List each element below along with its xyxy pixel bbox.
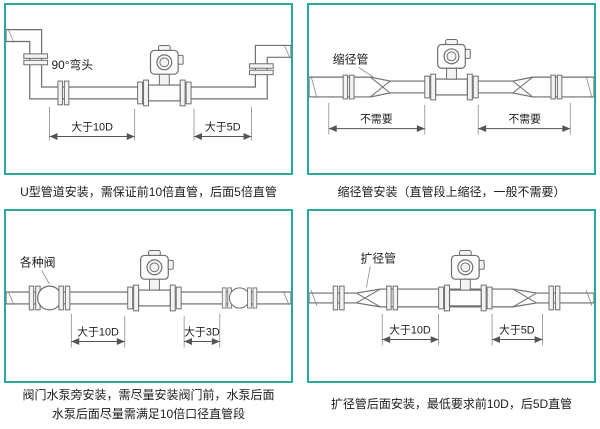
- flowmeter-icon: [438, 249, 493, 312]
- dim-label-right: 大于5D: [205, 120, 241, 134]
- diagram-reducer: 缩径管 不需要 不需要: [309, 38, 594, 135]
- dim-label-left: 大于10D: [389, 323, 431, 337]
- panel-expander: 扩径管 大于10D 大于5D: [307, 209, 596, 383]
- elbow-label: 90°弯头: [52, 58, 94, 72]
- valve-icon: [222, 288, 256, 308]
- dimension-left: 大于10D: [381, 313, 440, 346]
- caption-u-type: U型管道安装，需保证前10倍直管，后面5倍直管: [4, 175, 293, 209]
- dim-label-left: 不需要: [360, 113, 393, 126]
- expander-label: 扩径管: [360, 251, 396, 265]
- caption-reducer: 缩径管安装（直管段上缩径，一般不需要）: [307, 175, 596, 209]
- caption-text-line2: 水泵后面尽量需满足10倍口径直管段: [51, 406, 246, 421]
- dimension-right: 大于5D: [491, 313, 543, 346]
- dim-label-right: 不需要: [508, 113, 541, 126]
- caption-text: U型管道安装，需保证前10倍直管，后面5倍直管: [20, 184, 277, 199]
- dimension-left: 大于10D: [49, 106, 136, 141]
- dimension-right: 大于5D: [193, 106, 252, 141]
- valve-label: 各种阀: [20, 255, 56, 269]
- valve-callout: 各种阀: [20, 255, 56, 285]
- caption-text: 扩径管后面安装，最低要求前10D，后5D直管: [330, 397, 573, 412]
- reducer-callout: 缩径管: [333, 52, 377, 80]
- dim-label-right: 大于5D: [499, 323, 535, 337]
- panel-valves: 各种阀 大于10D 大于3D: [4, 209, 293, 383]
- caption-expander: 扩径管后面安装，最低要求前10D，后5D直管: [307, 383, 596, 426]
- diagram-expander: 扩径管 大于10D 大于5D: [309, 249, 594, 346]
- dimension-right: 大于3D: [183, 313, 221, 348]
- dimension-left: 不需要: [328, 102, 426, 135]
- caption-text-line1: 阀门水泵旁安装，需尽量安装阀门前，水泵后面: [22, 387, 275, 402]
- expander-callout: 扩径管: [360, 251, 396, 288]
- dim-label-right: 大于3D: [184, 325, 220, 339]
- dimension-left: 大于10D: [70, 313, 126, 348]
- diagram-valves: 各种阀 大于10D 大于3D: [6, 249, 291, 348]
- reducer-label: 缩径管: [333, 52, 369, 66]
- flowmeter-icon: [424, 38, 479, 101]
- caption-text: 缩径管安装（直管段上缩径，一般不需要）: [337, 184, 566, 199]
- dimension-right: 不需要: [477, 102, 571, 135]
- panel-u-type: 90°弯头 大于10D 大于5D: [4, 3, 293, 175]
- panel-grid: 90°弯头 大于10D 大于5D: [4, 3, 596, 426]
- diagram-u-type: 90°弯头 大于10D 大于5D: [6, 28, 291, 141]
- valve-icon: [29, 286, 70, 310]
- panel-reducer: 缩径管 不需要 不需要: [307, 3, 596, 175]
- dim-label-left: 大于10D: [77, 325, 119, 339]
- flowmeter-icon: [127, 249, 182, 312]
- dim-label-left: 大于10D: [71, 120, 113, 134]
- caption-valves: 阀门水泵旁安装，需尽量安装阀门前，水泵后面 水泵后面尽量需满足10倍口径直管段: [4, 383, 293, 426]
- pipe-u-shape: [6, 28, 291, 100]
- flowmeter-icon: [137, 44, 192, 107]
